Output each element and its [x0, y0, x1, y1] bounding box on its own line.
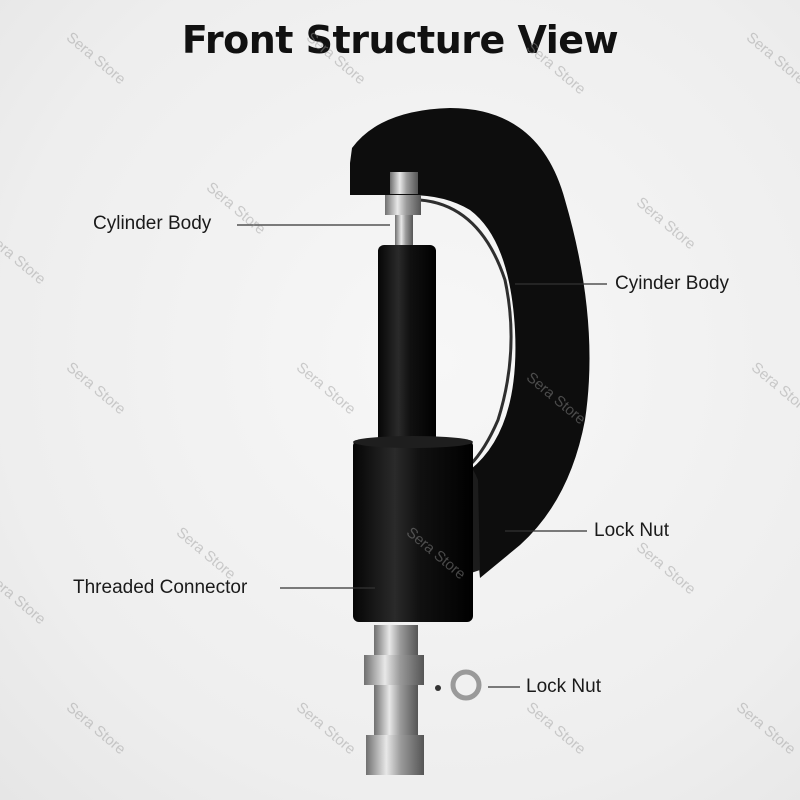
upper-cylinder	[378, 245, 436, 445]
top-bolt-shaft	[395, 215, 413, 245]
bottom-fitting-2	[364, 655, 424, 685]
top-bolt-nut	[390, 172, 418, 194]
lower-cylinder	[353, 440, 473, 622]
label-cylinder-body-right: Cyinder Body	[615, 273, 730, 294]
label-lock-nut-bottom: Lock Nut	[526, 676, 601, 697]
c-frame	[350, 108, 590, 578]
top-bolt-nut-2	[385, 195, 421, 215]
bottom-fitting-4	[366, 735, 424, 775]
page-title: Front Structure View	[181, 18, 619, 62]
loose-ring	[450, 669, 482, 701]
label-lock-nut-mid: Lock Nut	[594, 520, 669, 541]
small-ball	[435, 685, 441, 691]
label-threaded-connector: Threaded Connector	[73, 577, 248, 598]
bottom-fitting-3	[374, 685, 418, 735]
c-frame-inner-edge	[419, 198, 513, 467]
bottom-fitting-1	[374, 625, 418, 655]
label-cylinder-body-left: Cylinder Body	[93, 213, 212, 234]
